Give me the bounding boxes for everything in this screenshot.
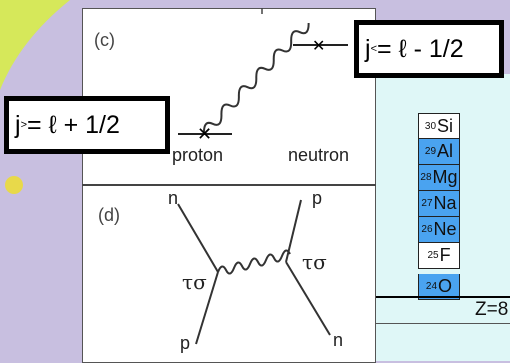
proton-label: proton — [172, 145, 224, 165]
panel-c-label: (c) — [94, 30, 115, 50]
j-greater-subscript: > — [20, 119, 27, 131]
yellow-dot — [5, 176, 23, 194]
n-bottom-label: n — [333, 330, 344, 350]
shell-closure-line — [376, 296, 510, 298]
vertex-cross-left: ✕ — [197, 124, 212, 144]
panel-d-label: (d) — [98, 205, 120, 225]
j-less-symbol: j — [365, 34, 371, 63]
neutron-label: neutron — [288, 145, 350, 165]
tau-sigma-left: τσ — [182, 270, 207, 294]
j-less-formula: = ℓ - 1/2 — [377, 34, 464, 63]
tau-sigma-right: τσ — [302, 250, 327, 274]
j-greater-callout: j> = ℓ + 1/2 — [4, 96, 170, 154]
j-greater-symbol: j — [15, 110, 21, 139]
panel-divider — [82, 184, 376, 186]
shell-closure-label: Z=8 — [475, 299, 509, 320]
green-corner-shape — [0, 0, 70, 90]
j-less-subscript: < — [370, 43, 377, 55]
vertex-cross-right: ✕ — [312, 38, 325, 55]
p-bottom-label: p — [180, 333, 191, 353]
p-top-label: p — [312, 188, 323, 208]
j-greater-formula: = ℓ + 1/2 — [27, 110, 120, 139]
left-upper-line — [177, 203, 219, 273]
exchange-wavy-line — [217, 249, 291, 275]
j-less-callout: j< = ℓ - 1/2 — [354, 20, 504, 78]
shell-lower-line — [376, 323, 510, 324]
right-lower-line — [285, 261, 331, 336]
left-lower-line — [195, 271, 219, 345]
n-top-label: n — [168, 188, 179, 208]
photon-wavy-line — [202, 22, 310, 134]
